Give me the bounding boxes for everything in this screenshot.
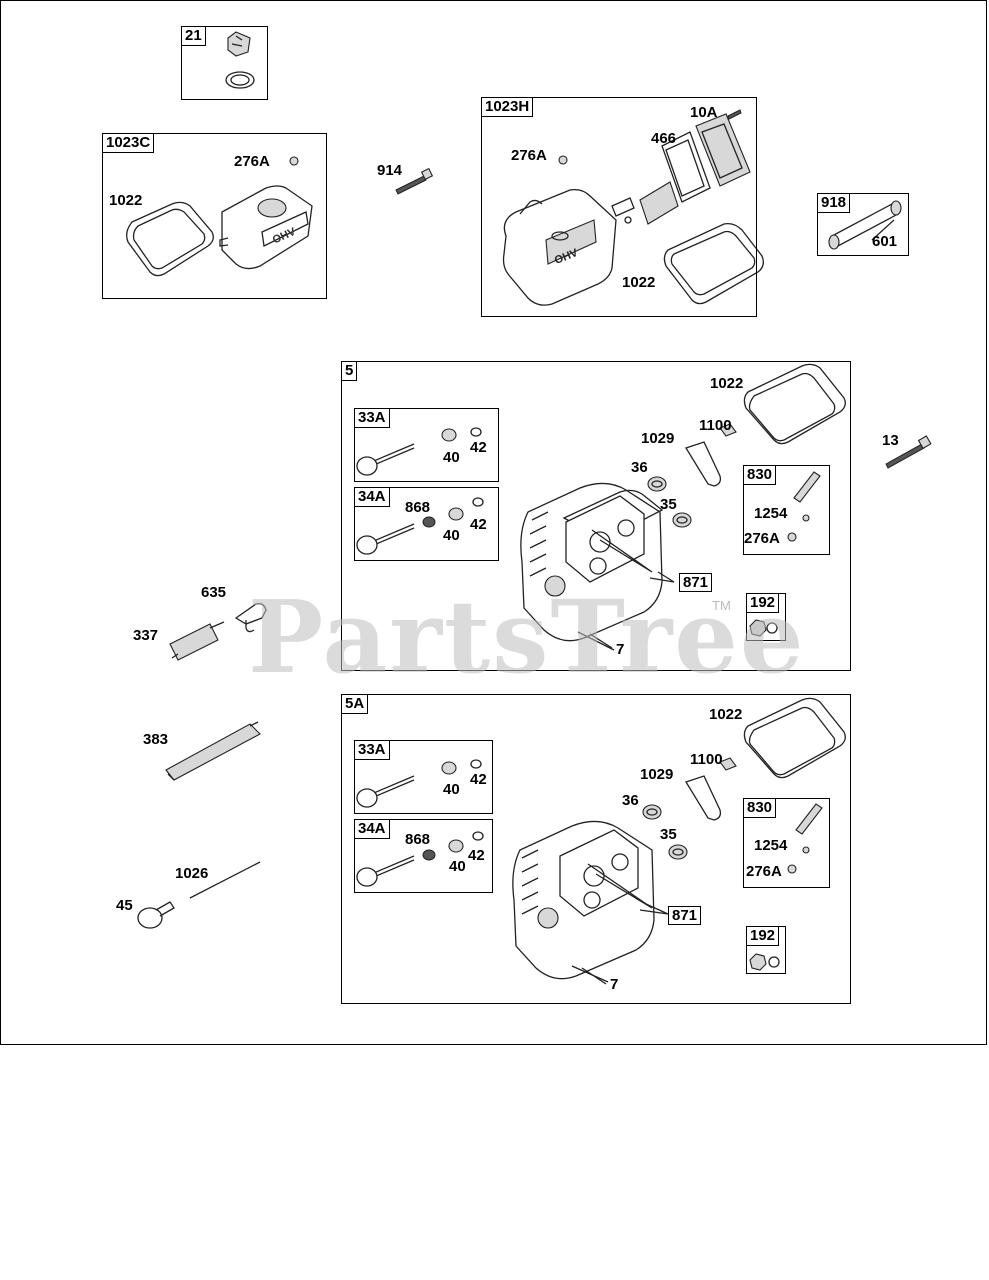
cylinder-head-5a-drawing — [357, 698, 845, 982]
part-callout[interactable]: 1029 — [640, 766, 674, 783]
part-callout[interactable]: 914 — [377, 162, 403, 179]
ignition-module-drawing — [166, 722, 260, 780]
kit-label-1023h: 1023H — [481, 97, 534, 117]
part-callout[interactable]: 466 — [651, 130, 677, 147]
kit-box-33a-1: 33A — [354, 408, 499, 482]
part-callout[interactable]: 40 — [443, 527, 460, 544]
part-callout[interactable]: 383 — [143, 731, 169, 748]
valve-cover-1023h-drawing: OHV — [504, 110, 764, 305]
kit-label-830: 830 — [743, 465, 777, 485]
kit-box-192-1: 192 — [746, 593, 786, 641]
part-callout[interactable]: 40 — [443, 449, 460, 466]
valve-cover-1023c-drawing: OHV — [127, 157, 312, 276]
kit-box-830-1: 830 — [743, 465, 830, 555]
kit-box-918: 918 — [817, 193, 909, 256]
kit-box-830-2: 830 — [743, 798, 830, 888]
part-callout[interactable]: 1100 — [699, 417, 732, 434]
breather-tube-drawing — [829, 201, 901, 249]
part-callout[interactable]: 35 — [660, 496, 677, 513]
part-callout[interactable]: 42 — [468, 847, 485, 864]
cylinder-head-5-drawing — [357, 364, 845, 650]
kit-box-192-2: 192 — [746, 926, 786, 974]
kit-box-34a-1: 34A — [354, 487, 499, 561]
part-callout[interactable]: 42 — [470, 439, 487, 456]
part-callout[interactable]: 868 — [405, 831, 431, 848]
section-box-5: 5 — [341, 361, 851, 671]
kit-label-33a: 33A — [354, 408, 390, 428]
kit-label-34a: 34A — [354, 487, 390, 507]
part-callout[interactable]: 36 — [622, 792, 639, 809]
kit-label-192: 192 — [746, 593, 780, 613]
section-label-5a: 5A — [341, 694, 369, 714]
part-callout[interactable]: 36 — [631, 459, 648, 476]
section-label-5: 5 — [341, 361, 358, 381]
kit-box-1023h: 1023H — [481, 97, 757, 317]
kit-label-918: 918 — [817, 193, 851, 213]
part-callout[interactable]: 1022 — [710, 375, 744, 392]
part-callout[interactable]: 42 — [470, 771, 487, 788]
kit-label-1023c: 1023C — [102, 133, 155, 153]
kit-label-34a: 34A — [354, 819, 390, 839]
part-callout[interactable]: 7 — [610, 976, 619, 993]
part-callout[interactable]: 276A — [744, 530, 780, 547]
oil-cap-drawing — [226, 32, 254, 88]
part-callout[interactable]: 1254 — [754, 505, 788, 522]
part-callout[interactable]: 1022 — [622, 274, 656, 291]
part-callout[interactable]: 1254 — [754, 837, 788, 854]
part-callout[interactable]: 337 — [133, 627, 159, 644]
kit-label-21: 21 — [181, 26, 206, 46]
part-callout[interactable]: 45 — [116, 897, 133, 914]
part-callout[interactable]: 7 — [616, 641, 625, 658]
kit-label-192: 192 — [746, 926, 780, 946]
watermark-logo: PartsTree — [248, 578, 806, 696]
part-callout[interactable]: 10A — [690, 104, 718, 121]
leader-lines — [582, 220, 894, 984]
part-callout[interactable]: 1026 — [175, 865, 209, 882]
part-callout[interactable]: 276A — [511, 147, 547, 164]
kit-box-33a-2: 33A — [354, 740, 493, 814]
bolt-914-drawing — [396, 176, 426, 194]
kit-label-830: 830 — [743, 798, 777, 818]
diagram-frame — [0, 0, 987, 1045]
part-callout[interactable]: 42 — [470, 516, 487, 533]
part-callout[interactable]: 601 — [872, 233, 898, 250]
part-callout[interactable]: 35 — [660, 826, 677, 843]
part-callout-boxed[interactable]: 871 — [668, 906, 702, 925]
part-callout[interactable]: 40 — [449, 858, 466, 875]
spark-plug-drawing — [170, 604, 266, 660]
part-callout[interactable]: 1029 — [641, 430, 675, 447]
part-callout-boxed[interactable]: 871 — [679, 573, 713, 592]
part-callout[interactable]: 1100 — [690, 751, 723, 768]
kit-box-21: 21 — [181, 26, 268, 100]
part-callout[interactable]: 1022 — [109, 192, 143, 209]
part-callout[interactable]: 276A — [234, 153, 270, 170]
part-callout[interactable]: 40 — [443, 781, 460, 798]
part-callout[interactable]: 635 — [201, 584, 227, 601]
kit-box-1023c: 1023C — [102, 133, 327, 299]
part-callout[interactable]: 276A — [746, 863, 782, 880]
trademark-mark: TM — [712, 598, 731, 613]
kit-label-33a: 33A — [354, 740, 390, 760]
linkage-drawing — [138, 862, 260, 928]
part-callout[interactable]: 13 — [882, 432, 899, 449]
kit-box-34a-2: 34A — [354, 819, 493, 893]
part-callout[interactable]: 868 — [405, 499, 431, 516]
section-box-5a: 5A — [341, 694, 851, 1004]
part-callout[interactable]: 1022 — [709, 706, 743, 723]
